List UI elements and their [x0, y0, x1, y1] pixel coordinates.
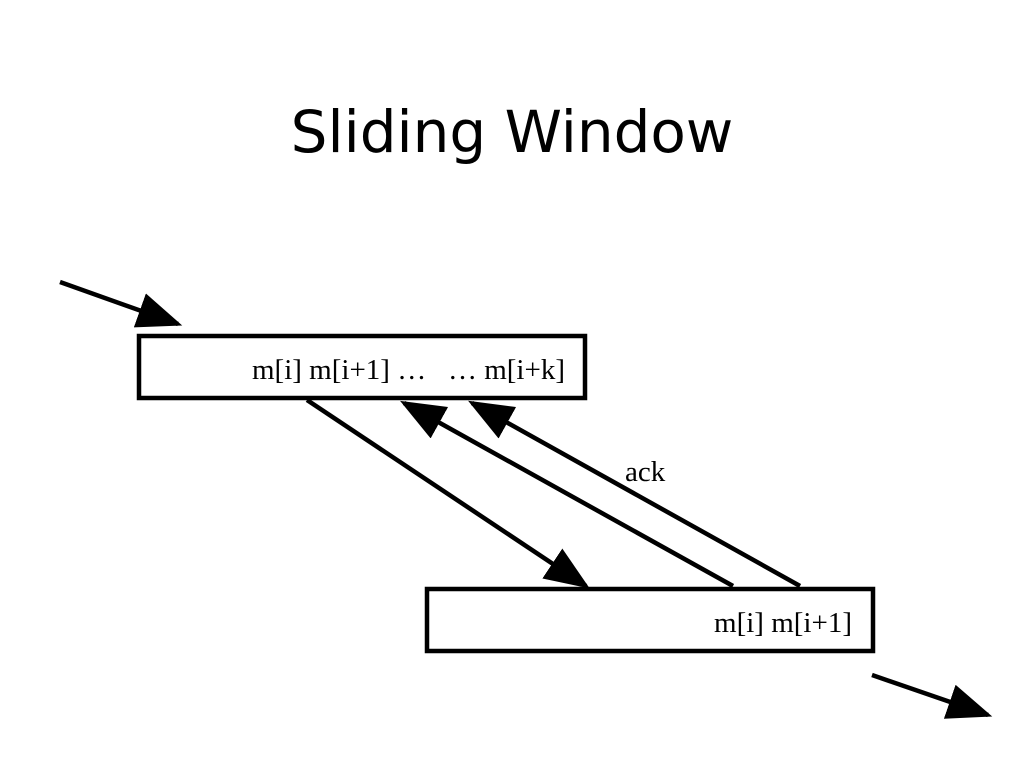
- send-arrow: [305, 398, 590, 589]
- incoming-arrow: [59, 279, 183, 328]
- receiver-buffer-label: m[i] m[i+1]: [714, 607, 852, 639]
- outgoing-arrow: [871, 672, 993, 719]
- slide-title: Sliding Window: [290, 98, 734, 166]
- receiver-buffer-box: [424, 586, 876, 654]
- ack-label: ack: [625, 456, 666, 488]
- ack-arrow-2: [468, 400, 802, 588]
- sender-buffer-box: [136, 333, 588, 401]
- sender-buffer-label: m[i] m[i+1] … … m[i+k]: [252, 354, 565, 386]
- ack-arrow-1: [400, 400, 735, 588]
